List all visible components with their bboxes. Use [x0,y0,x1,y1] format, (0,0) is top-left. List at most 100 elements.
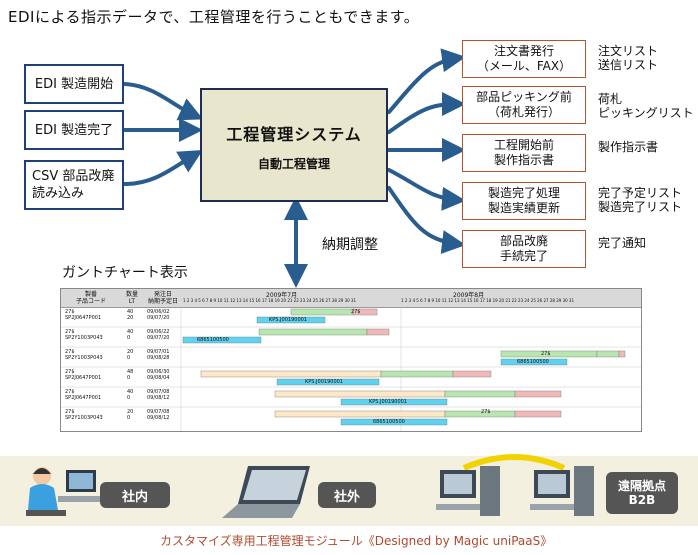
arrow-output-2 [387,92,466,134]
remote-computers-icon [436,454,594,516]
gantt-row-2-qty: 40 0 [127,329,134,341]
gantt-bar [514,390,562,398]
input-edi-complete: EDI 製造完了 [24,110,124,150]
gantt-bar [340,418,448,426]
gantt-header-col2: 数量 LT [125,291,138,305]
gantt-month-august: 2009年8月 [453,292,485,299]
gantt-row-5-dates: 09/07/08 09/08/12 [147,389,170,401]
gantt-bar [274,410,446,418]
input-csv-parts: CSV 部品改廃 読み込み [24,160,124,210]
output-picking-text: 部品ピッキング前 （荷札発行） [476,90,572,119]
office-worker-icon [26,467,114,516]
gantt-bar [352,308,378,316]
gantt-header-col3: 発注日 納期予定日 [147,291,178,305]
gantt-row-6-dates: 09/07/08 09/08/12 [147,409,170,421]
system-title: 工程管理システム [226,125,362,144]
output-parts-revision: 部品改廃 手続完了 [462,230,586,268]
gantt-bar-label: KPS.J00190001 [305,379,343,385]
gantt-row-3-qty: 20 0 [127,349,134,361]
gantt-row-4-qty: 48 0 [127,369,134,381]
output-parts-revision-note: 完了通知 [598,236,647,250]
gantt-bar-label: 27$ [351,309,361,315]
gantt-bar [200,370,382,378]
gantt-bar [256,316,326,324]
gantt-bar-label: 27$ [541,351,551,357]
gantt-row-3-a: 27$ [65,349,75,355]
gantt-row-6-qty: 20 0 [127,409,134,421]
gantt-row-5-b: SP2J0647P001 [65,395,102,401]
output-order-issue-text: 注文書発行 （メール、FAX） [476,44,572,73]
gantt-row-3-dates: 09/07/01 09/08/28 [147,349,170,361]
gantt-row-4-dates: 09/06/30 09/08/04 [147,369,170,381]
gantt-bar [444,390,516,398]
external-badge: 社外 [318,482,376,508]
gantt-row-1-a: 27$ [65,309,75,315]
gantt-row-5-code: 27$SP2J0647P001 [65,389,101,401]
arrow-output-4 [387,168,466,211]
footer-credit: カスタマイズ専用工程管理モジュール《Designed by Magic uniP… [160,534,553,548]
gantt-days-july: 1 2 3 4 5 6 7 8 9 10 11 12 13 14 15 16 1… [183,298,357,303]
internal-badge: 社内 [100,482,170,508]
laptop-icon [222,466,310,518]
process-management-system: 工程管理システム 自動工程管理 [200,88,388,202]
gantt-bar [618,350,626,358]
gantt-days-august: 1 2 3 4 5 6 7 8 9 10 11 12 13 14 15 16 1… [401,298,575,303]
system-subtitle: 自動工程管理 [257,157,330,171]
gantt-row-5-a: 27$ [65,389,75,395]
gantt-bar-label: 27$ [481,409,491,415]
gantt-bar-label: KPS.J00190001 [369,399,407,405]
gantt-bar [596,350,620,358]
page-title: EDIによる指示データで、工程管理を行うこともできます。 [8,8,420,26]
gantt-bar [290,308,354,316]
output-parts-revision-text: 部品改廃 手続完了 [499,234,548,263]
gantt-bar [366,328,390,336]
gantt-row-6-b: SP2Y1003P043 [65,415,103,421]
gantt-header-col1: 製番 子品コード [75,291,106,305]
output-manufacture-complete-note: 完了予定リスト 製造完了リスト [598,186,683,214]
gantt-row-1-b: SP2J0647P001 [65,315,102,321]
gantt-chart: 製番 子品コード 数量 LT 発注日 納期予定日 2009年7月 2009年8月… [60,288,642,432]
gantt-row-4-code: 27$SP2J0647P001 [65,369,101,381]
output-picking-note: 荷札 ピッキングリスト [598,92,694,120]
gantt-month-july: 2009年7月 [266,292,298,299]
gantt-row-6-code: 27$SP2Y1003P043 [65,409,103,421]
gantt-bar [274,390,446,398]
gantt-bar [258,328,368,336]
output-manufacture-complete-text: 製造完了処理 製造実績更新 [487,186,560,215]
gantt-row-1-qty: 40 20 [127,309,134,321]
arrow-output-1 [387,48,466,114]
output-process-start-text: 工程開始前 製作指示書 [493,138,554,167]
output-process-start-note: 製作指示書 [598,140,659,154]
gantt-row-4-b: SP2J0647P001 [65,375,102,381]
remote-b2b-badge: 遠隔拠点 B2B [606,472,678,514]
input-edi-start-label: EDI 製造開始 [34,76,114,92]
gantt-bar-label: 6865100500 [197,337,229,343]
arrow-input-3 [123,149,203,186]
gantt-row-2-b: SP2Y1003P043 [65,335,103,341]
gantt-row-1-dates: 09/06/02 09/07/20 [147,309,170,321]
output-order-issue: 注文書発行 （メール、FAX） [462,40,586,78]
gantt-row-2-dates: 09/06/22 09/07/20 [147,329,170,341]
gantt-bar-label: KPS.J00190001 [269,317,307,323]
input-csv-parts-label: CSV 部品改廃 読み込み [32,169,115,201]
output-manufacture-complete: 製造完了処理 製造実績更新 [462,182,586,220]
gantt-row-5-qty: 40 0 [127,389,134,401]
gantt-bar [182,336,262,344]
gantt-row-4-a: 27$ [65,369,75,375]
gantt-row-2-code: 27$SP2Y1003P043 [65,329,103,341]
gantt-title: ガントチャート表示 [62,265,188,281]
arrow-input-1 [123,82,204,121]
gantt-bar [340,398,448,406]
gantt-bar [276,378,380,386]
gantt-bar-label: 6865100500 [517,359,549,365]
gantt-row-6-a: 27$ [65,409,75,415]
input-edi-complete-label: EDI 製造完了 [34,122,114,138]
gantt-row-3-code: 27$SP2Y1003P043 [65,349,103,361]
gantt-bar-label: 6865100500 [373,419,405,425]
gantt-header [61,289,641,308]
schedule-adjust-label: 納期調整 [322,237,378,253]
gantt-row-2-a: 27$ [65,329,75,335]
output-process-start: 工程開始前 製作指示書 [462,134,586,172]
gantt-bar [380,370,454,378]
